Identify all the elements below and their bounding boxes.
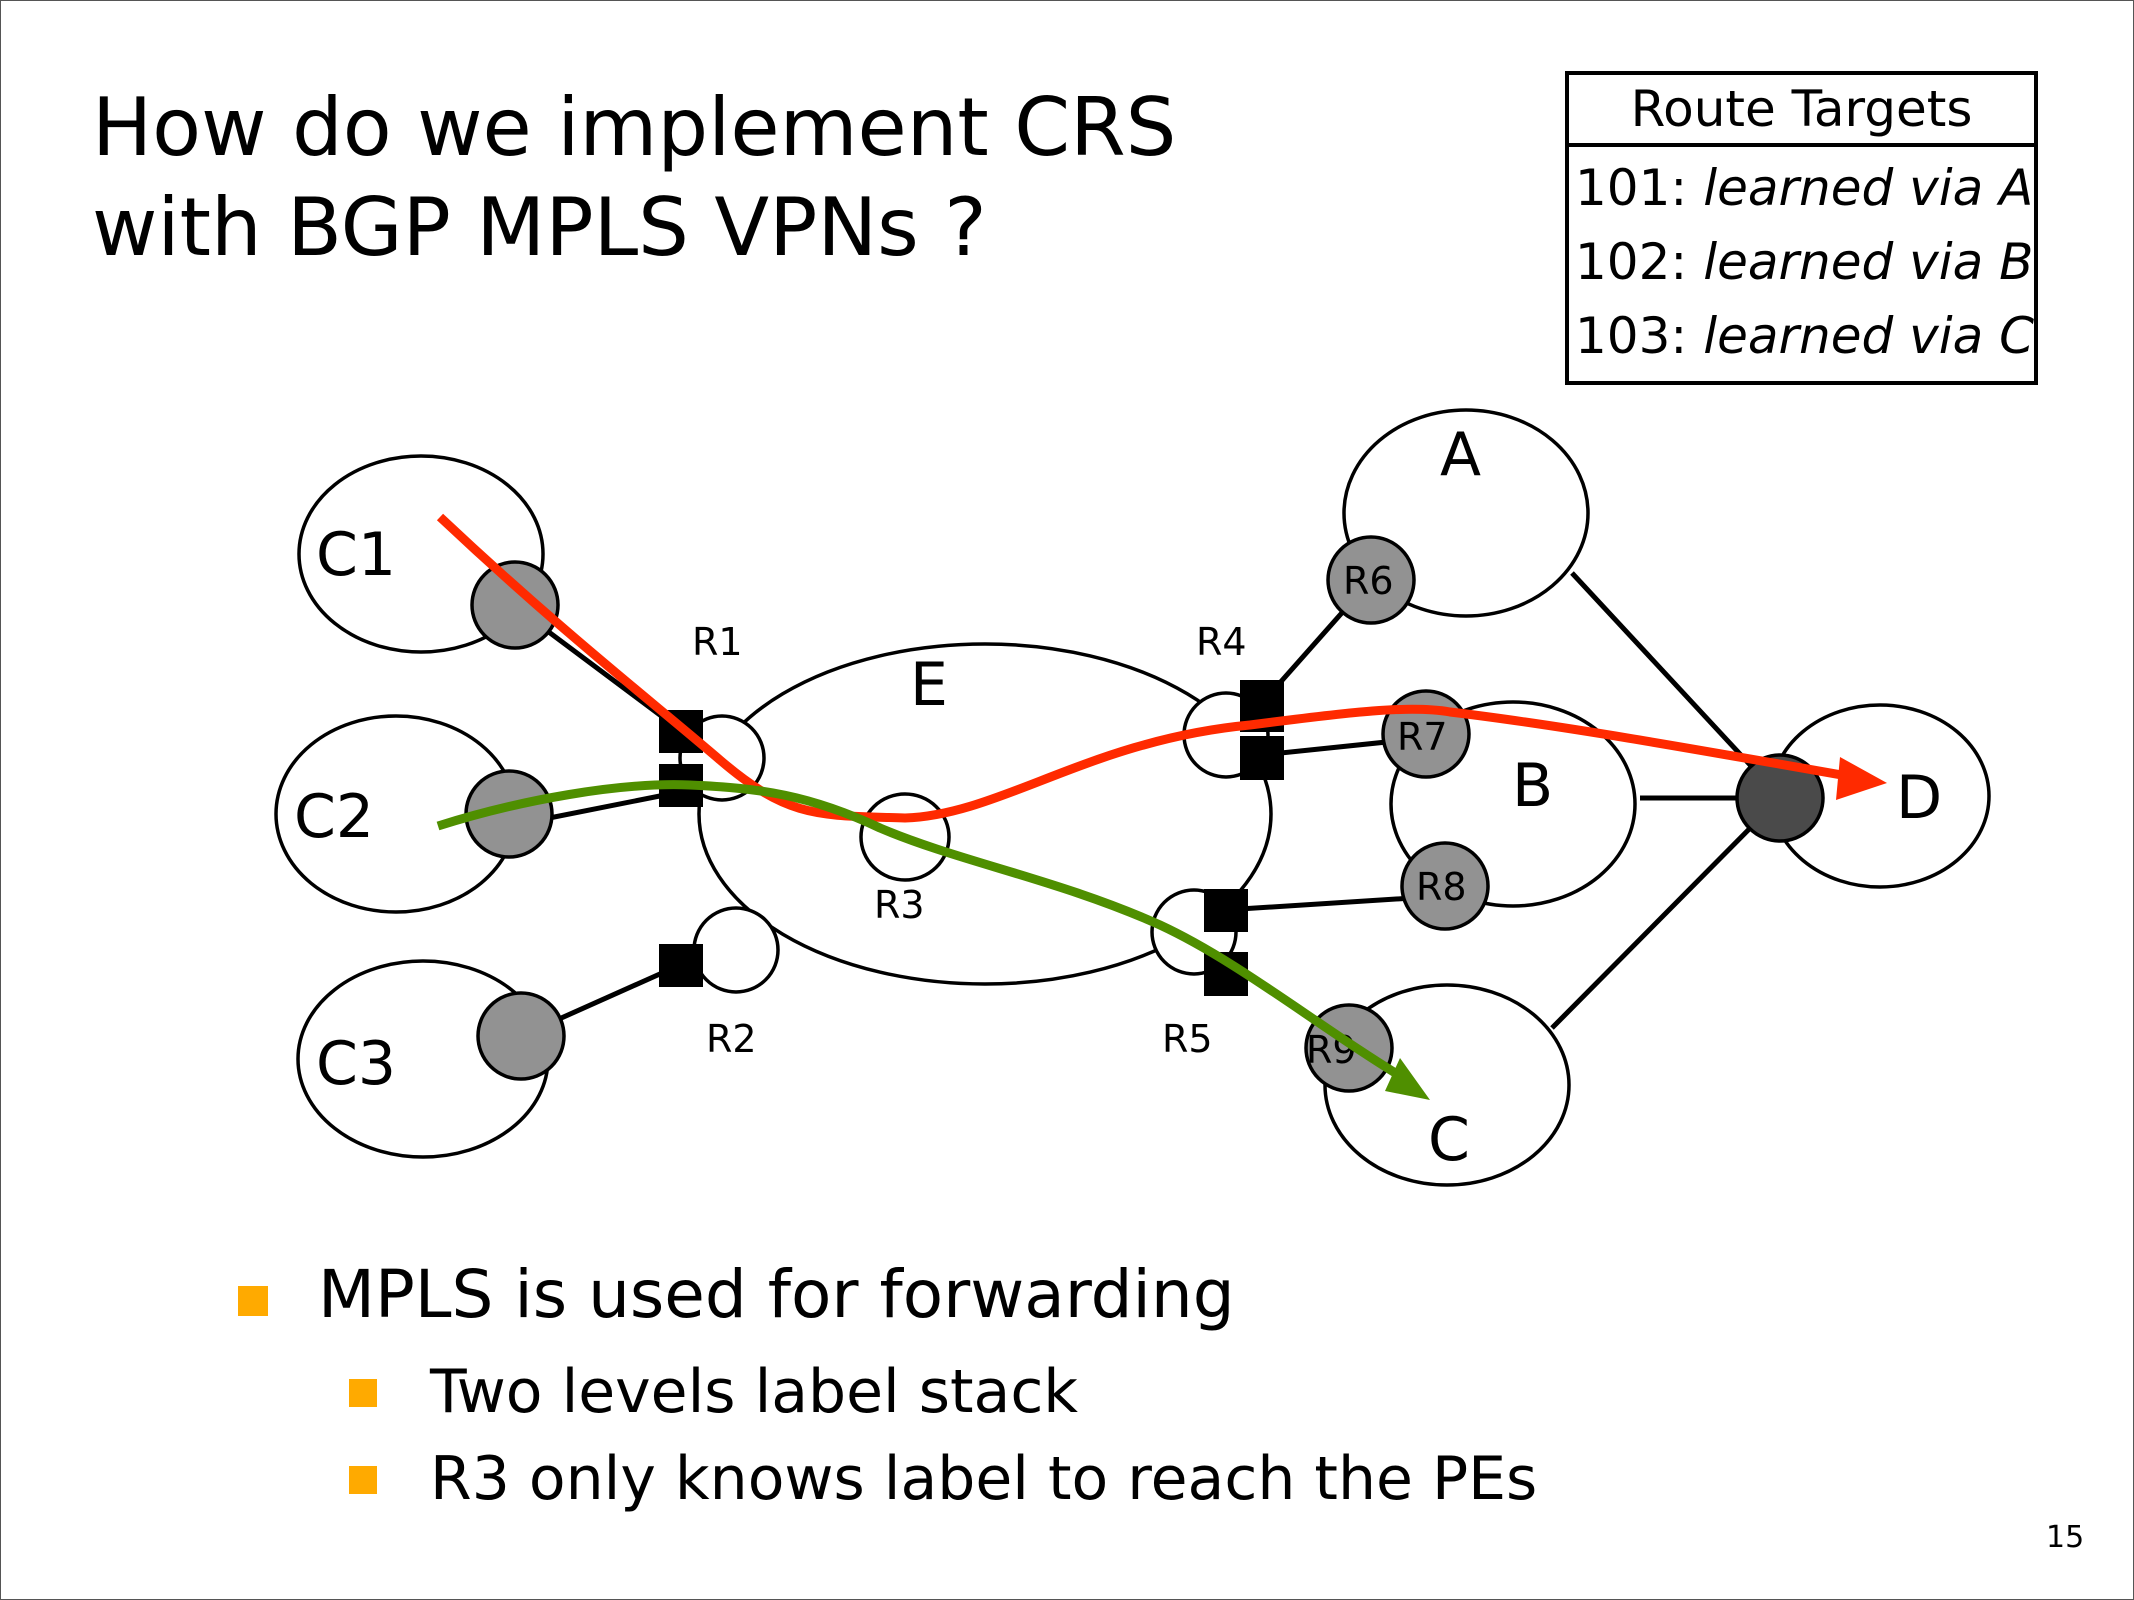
label-r7: R7 — [1397, 715, 1448, 759]
label-b: B — [1512, 751, 1553, 821]
label-c2: C2 — [294, 782, 374, 852]
route-target-row: 103: learned via C — [1569, 299, 2034, 373]
green-path — [436, 780, 1413, 1086]
bullet-marker — [349, 1466, 377, 1494]
red-path — [436, 513, 1871, 823]
route-target-code: 102: — [1575, 233, 1688, 291]
slide-title: How do we implement CRS with BGP MPLS VP… — [92, 78, 1176, 278]
router-ce-c1 — [470, 560, 560, 650]
route-targets-table: Route Targets 101: learned via A 102: le… — [1565, 71, 2038, 385]
label-r5: R5 — [1162, 1017, 1213, 1061]
label-a: A — [1440, 420, 1481, 490]
label-d: D — [1896, 763, 1942, 833]
title-line-2: with BGP MPLS VPNs ? — [92, 181, 987, 274]
label-c: C — [1428, 1105, 1470, 1175]
vrf-r4-bottom — [1240, 736, 1284, 780]
vrf-r5-top — [1204, 889, 1248, 932]
bullet-item: Two levels label stack — [430, 1357, 1079, 1427]
route-target-desc: learned via C — [1703, 307, 2035, 365]
label-r8: R8 — [1416, 865, 1467, 909]
route-target-code: 101: — [1575, 159, 1688, 217]
router-d — [1735, 753, 1825, 843]
page-number: 15 — [2046, 1520, 2085, 1555]
router-r6 — [1326, 535, 1416, 625]
site-e — [697, 642, 1273, 986]
vrf-r2 — [659, 944, 703, 987]
label-e: E — [910, 650, 948, 720]
bullet-item: R3 only knows label to reach the PEs — [430, 1444, 1538, 1514]
label-r1: R1 — [692, 620, 743, 664]
red-arrowhead — [1836, 757, 1887, 800]
route-target-row: 101: learned via A — [1569, 151, 2034, 225]
route-target-code: 103: — [1575, 307, 1688, 365]
route-target-row: 102: learned via B — [1569, 225, 2034, 299]
label-r4: R4 — [1196, 620, 1247, 664]
route-target-desc: learned via A — [1703, 159, 2034, 217]
bullet-item: MPLS is used for forwarding — [318, 1256, 1235, 1333]
bullet-marker — [238, 1286, 268, 1316]
label-c1: C1 — [316, 520, 396, 590]
label-r2: R2 — [706, 1017, 757, 1061]
route-target-desc: learned via B — [1703, 233, 2034, 291]
label-r6: R6 — [1343, 559, 1394, 603]
link-c-d — [1550, 798, 1780, 1030]
route-targets-header: Route Targets — [1569, 75, 2034, 147]
bullet-marker — [349, 1379, 377, 1407]
label-r3: R3 — [874, 883, 925, 927]
label-c3: C3 — [316, 1029, 396, 1099]
router-r2 — [692, 906, 780, 994]
green-arrowhead — [1385, 1058, 1430, 1100]
router-r8 — [1400, 841, 1490, 931]
router-ce-c3 — [476, 991, 566, 1081]
title-line-1: How do we implement CRS — [92, 81, 1177, 174]
